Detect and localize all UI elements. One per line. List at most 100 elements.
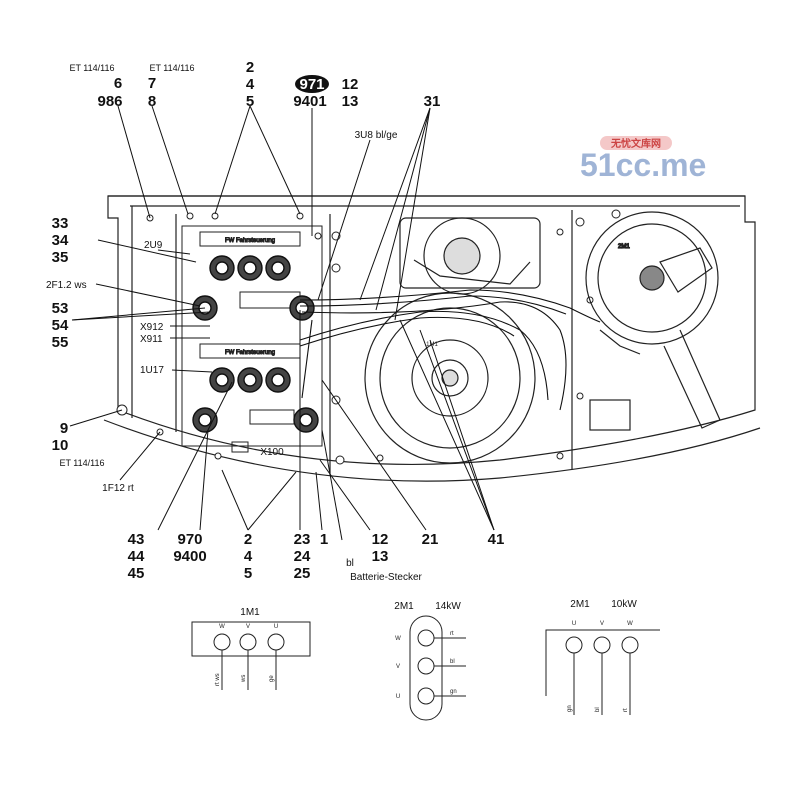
wire-2m1-10-v: bl [595,707,601,712]
callout-5-bottom: 5 [244,565,252,582]
callout-971-badge [295,75,329,93]
terminal-box-2m1-14kw: 2M1 14kW W V U rt bl gn [394,601,466,721]
terminal-2m1-14-title: 2M1 [394,601,414,612]
svg-text:FW Fahrsteuerung: FW Fahrsteuerung [225,350,275,356]
terminal-1m1-w: W [219,624,225,630]
callout-10: 10 [52,437,69,454]
terminal-1m1-w-stud [213,633,231,651]
wire-1m1-v: ws [241,675,247,683]
callout-2-bottom: 2 [244,531,252,548]
wire-2m1-14-u: gn [450,689,457,695]
pump-unit [399,217,541,295]
callout-31: 31 [424,93,441,110]
terminal-2m1-14-u: U [396,694,400,700]
terminal-box-2m1-10kw: 2M1 10kW U V W gn bl rt [545,599,660,715]
callout-986: 986 [97,93,122,110]
callout-6: 6 [114,75,122,92]
callout-9400: 9400 [173,548,206,565]
callout-1: 1 [320,531,328,548]
terminal-2m1-10-w-stud [621,636,639,654]
callout-12-bottom: 12 [372,531,389,548]
callout-971: 971 [299,76,324,93]
label-1m1-small: 1M1 [426,342,438,348]
callout-33: 33 [52,215,69,232]
terminal-2m1-10-w: W [627,621,633,627]
callout-23: 23 [294,531,311,548]
callout-et-top-b: ET 114/116 [149,63,194,73]
callout-8: 8 [148,93,156,110]
callout-13-top: 13 [342,93,359,110]
callout-x911: X911 [140,334,163,345]
callout-970: 970 [177,531,202,548]
wire-2m1-14-v: bl [450,659,455,665]
callout-45: 45 [128,565,145,582]
callout-9: 9 [60,420,68,437]
terminal-box-1m1: 1M1 W V U rt ws ws ge [191,607,311,690]
callout-1u17: 1U17 [140,365,164,376]
callout-3u8: 3U8 bl/ge [355,130,398,141]
terminal-2m1-14-u-stud [417,687,435,705]
callout-53: 53 [52,300,69,317]
motor-1m1 [364,292,536,464]
callout-2u9: 2U9 [144,240,163,251]
callout-13-bottom: 13 [372,548,389,565]
motor-2m1: 2M1 [585,211,721,429]
terminal-2m1-10-title: 2M1 [570,599,590,610]
callout-labels: ET 114/116 6 986 ET 114/116 7 8 2 4 5 97… [46,59,504,583]
watermark-badge [600,136,672,150]
callout-41: 41 [488,531,505,548]
callout-x912: X912 [140,322,164,333]
leader-lines [69,105,495,541]
terminal-2m1-10-v-stud [593,636,611,654]
terminal-2m1-14-w-stud [417,629,435,647]
wire-1m1-u: ge [269,675,275,682]
callout-34: 34 [52,232,69,249]
callout-bl: bl [346,558,354,569]
callout-12-top: 12 [342,76,359,93]
svg-text:FW Fahrsteuerung: FW Fahrsteuerung [225,238,275,244]
terminal-2m1-10-u-stud [565,636,583,654]
cable-harness [299,289,601,411]
terminal-2m1-10-u: U [572,621,576,627]
terminal-2m1-10-v: V [600,621,604,627]
terminal-2m1-14-v-stud [417,657,435,675]
terminal-1m1-u-stud [267,633,285,651]
callout-batterie-stecker: Batterie-Stecker [350,572,422,583]
callout-et-bottom: ET 114/116 [59,458,104,468]
callout-2-top: 2 [246,59,254,76]
screws [116,209,621,465]
wire-2m1-14-w: rt [450,631,454,637]
terminal-2m1-14-rating: 14kW [435,601,461,612]
terminal-1m1-v: V [246,624,250,630]
svg-text:2M1: 2M1 [618,244,630,250]
terminal-1m1-title: 1M1 [240,607,260,618]
callout-43: 43 [128,531,145,548]
wire-2m1-10-w: rt [623,708,629,712]
callout-55: 55 [52,334,69,351]
watermark-logo: 51cc.me [580,147,706,183]
control-panel: FW Fahrsteuerung FW Fahrsteuerung [181,225,323,453]
callout-54: 54 [52,317,69,334]
callout-21: 21 [422,531,439,548]
callout-2f12ws: 2F1.2 ws [46,280,87,291]
callout-44: 44 [128,548,145,565]
callout-4-top: 4 [246,76,255,93]
callout-5-top: 5 [246,93,254,110]
wire-2m1-10-u: gn [567,705,573,712]
terminal-2m1-10-rating: 10kW [611,599,637,610]
wire-1m1-w: rt ws [215,673,221,686]
contactor-knobs [192,255,319,433]
callout-25: 25 [294,565,311,582]
callout-et-top-a: ET 114/116 [69,63,114,73]
callout-4-bottom: 4 [244,548,253,565]
terminal-1m1-u: U [274,624,278,630]
terminal-2m1-14-v: V [396,664,400,670]
watermark-subtext: 无忧文库网 [610,137,661,150]
callout-9401: 9401 [293,93,326,110]
callout-7: 7 [148,75,156,92]
watermark: 51cc.me 无忧文库网 [580,136,706,183]
callout-24: 24 [294,548,311,565]
callout-1f12rt: 1F12 rt [102,483,134,494]
